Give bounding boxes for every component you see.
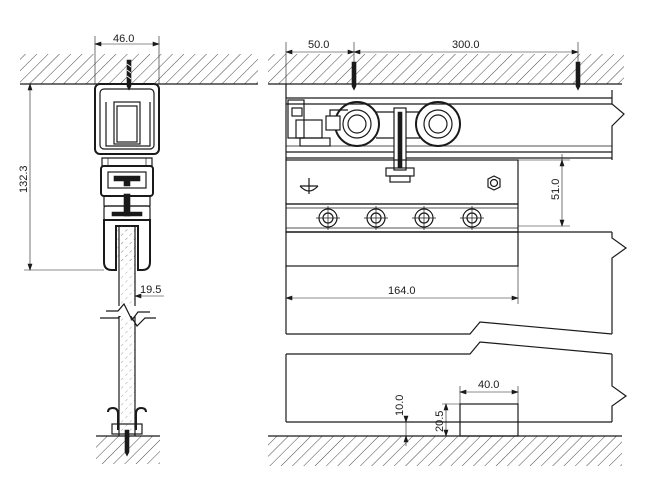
- floor-left: [96, 435, 160, 464]
- dim-label-20: 20.5: [434, 411, 446, 432]
- dimension-132: 132.3: [18, 83, 104, 271]
- dim-label-19: 19.5: [140, 284, 161, 296]
- ceiling-left: [20, 54, 258, 85]
- carriage-plate: [376, 107, 420, 183]
- dimension-164: 164.0: [285, 266, 519, 304]
- roller-wheel-2: [415, 101, 461, 147]
- dim-label-10: 10.0: [394, 395, 406, 416]
- dimension-46: 46.0: [94, 33, 160, 84]
- dimension-20: 20.5: [434, 403, 460, 437]
- track-profile: [94, 83, 160, 167]
- glass-door-upper: [285, 231, 628, 334]
- hanger-assembly: [100, 165, 154, 221]
- dim-label-164: 164.0: [388, 285, 416, 297]
- floor-right: [268, 435, 622, 466]
- ceiling-screw-2: [575, 61, 581, 91]
- dim-label-300: 300.0: [452, 39, 480, 51]
- end-stop: [287, 99, 331, 147]
- ceiling-screw-left: [126, 59, 132, 91]
- dim-label-46: 46.0: [113, 33, 134, 45]
- dim-label-40: 40.0: [478, 379, 499, 391]
- break-lines: [286, 321, 613, 355]
- glass-door-lower: [285, 354, 628, 423]
- section-view: 46.0 132.3 19.5: [18, 33, 258, 464]
- bolt-4: [460, 206, 484, 230]
- bolt-3: [412, 206, 436, 230]
- dimension-51: 51.0: [518, 154, 570, 227]
- dimension-19: 19.5: [134, 284, 164, 299]
- dimension-10: 10.0: [394, 395, 409, 446]
- floor-guide-block: [459, 403, 519, 437]
- dim-label-50: 50.0: [308, 39, 329, 51]
- dim-label-132: 132.3: [18, 165, 30, 193]
- ceiling-right: [268, 54, 624, 85]
- glass-panel: [100, 226, 156, 436]
- dimension-50-300: 50.0 300.0: [285, 39, 579, 84]
- bolt-1: [316, 206, 340, 230]
- ceiling-screw-1: [351, 61, 357, 91]
- roller-wheel-1: [325, 101, 380, 147]
- dim-label-51: 51.0: [550, 179, 562, 200]
- adjust-nut: [487, 175, 501, 191]
- bolt-2: [364, 206, 388, 230]
- elevation-view: 50.0 300.0 51.0 164.0 40.0: [268, 39, 628, 466]
- dimension-40: 40.0: [459, 379, 519, 404]
